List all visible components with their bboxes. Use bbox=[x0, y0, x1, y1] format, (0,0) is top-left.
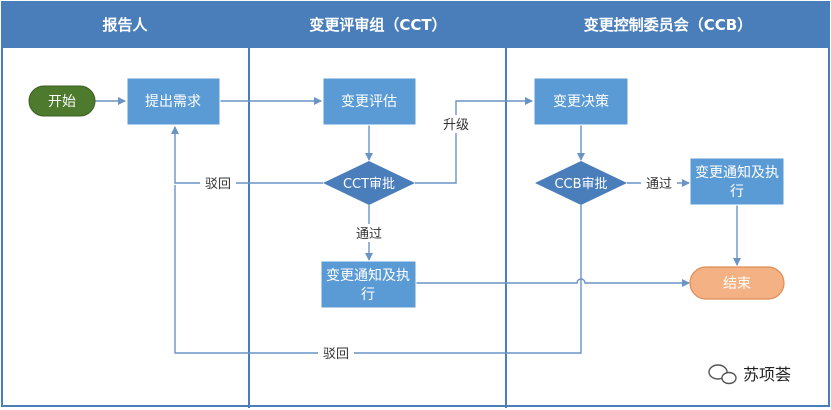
lane-title-cct: 变更评审组（CCT） bbox=[309, 16, 446, 34]
label-bg bbox=[438, 115, 474, 133]
cct-approval-diamond bbox=[323, 161, 415, 205]
edge-label-escalate: 升级 bbox=[443, 118, 469, 133]
edge-label-reject-cct: 驳回 bbox=[205, 177, 231, 192]
cct-approval-label: CCT审批 bbox=[343, 177, 395, 192]
edge-ccb-reject bbox=[174, 185, 582, 354]
end-node bbox=[689, 266, 785, 300]
lane-header-bar bbox=[2, 2, 829, 48]
ccb-approval-diamond bbox=[535, 161, 627, 205]
submit-request-node bbox=[126, 77, 221, 126]
ccb-notify-node bbox=[689, 157, 785, 206]
ccb-notify-label-line1: 变更通知及执 bbox=[695, 164, 779, 181]
end-node-label: 结束 bbox=[723, 276, 751, 292]
change-evaluation-node bbox=[322, 77, 417, 126]
edge-label-pass-ccb: 通过 bbox=[646, 177, 672, 192]
watermark-text: 苏项荟 bbox=[743, 365, 791, 384]
change-decision-label: 变更决策 bbox=[553, 93, 609, 110]
edge-cct-reject bbox=[171, 126, 323, 184]
label-bg bbox=[641, 174, 677, 192]
ccb-notify-label-line2: 行 bbox=[730, 184, 744, 200]
ccb-approval-label: CCB审批 bbox=[554, 177, 607, 192]
edge-escalate bbox=[415, 97, 533, 184]
label-bg bbox=[351, 224, 387, 242]
change-evaluation-label: 变更评估 bbox=[341, 94, 397, 110]
wechat-icon bbox=[708, 364, 737, 385]
label-bg bbox=[200, 174, 236, 192]
lane-title-ccb: 变更控制委员会（CCB） bbox=[584, 16, 752, 34]
edge-label-pass-cct: 通过 bbox=[356, 227, 382, 242]
lane-title-reporter: 报告人 bbox=[102, 16, 148, 34]
edge-label-reject-ccb: 驳回 bbox=[323, 347, 349, 362]
cct-notify-label-line2: 行 bbox=[361, 287, 375, 303]
change-decision-node bbox=[533, 77, 629, 126]
start-node-label: 开始 bbox=[48, 94, 76, 110]
cct-notify-node bbox=[320, 260, 417, 309]
label-bg bbox=[318, 344, 354, 362]
start-node bbox=[28, 85, 96, 117]
submit-request-label: 提出需求 bbox=[145, 94, 201, 110]
edge-cct-notify-to-end bbox=[415, 278, 690, 287]
cct-notify-label-line1: 变更通知及执 bbox=[326, 267, 410, 284]
